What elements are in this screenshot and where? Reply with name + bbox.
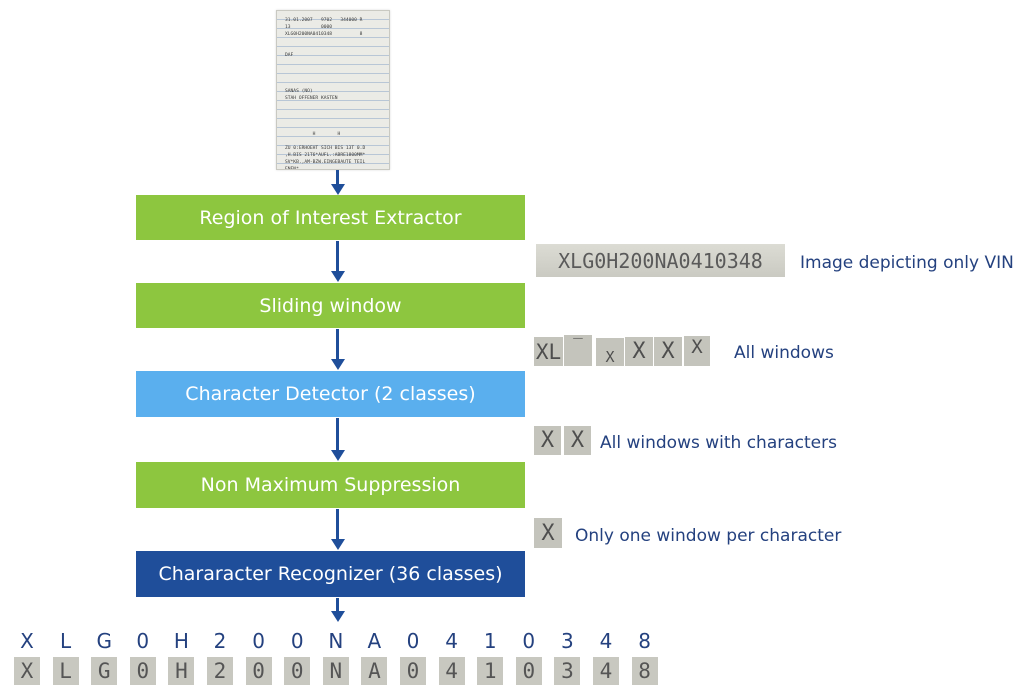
document-line [285,138,385,145]
sliding-window-label: Sliding window [259,294,402,317]
recognized-character: N [328,629,344,653]
character-detector-box: Character Detector (2 classes) [136,371,525,417]
recognized-character: 8 [638,629,651,653]
vin-image-text: XLG0H200NA0410348 [558,248,763,273]
character-crop: 2 [207,657,233,685]
character-crop: 3 [554,657,581,685]
character-crop: X [14,657,40,685]
document-line [285,74,385,81]
document-line: ,H.BIS 21T6*AUFL.:ABRE1800MM* [285,152,366,158]
document-line [285,123,385,130]
character-crop: 8 [631,657,658,685]
document-line: ENEN* [285,166,299,170]
character-crop: 4 [593,657,619,685]
character-crop: 0 [515,657,542,685]
window-thumbnail: XL [534,337,563,366]
window-thumbnail: X [684,336,710,366]
document-line [285,102,385,109]
document-line [285,45,385,52]
character-detector-label: Character Detector (2 classes) [185,383,476,405]
document-line: STAH OFFENER KASTEN [285,96,338,102]
character-crop: N [322,657,349,685]
character-recognizer-box: Chararacter Recognizer (36 classes) [136,551,525,597]
document-line: SV*KB.,AM-BZW.EINGEBAUTE TEIL [285,159,366,165]
sliding-window-box: Sliding window [136,283,525,328]
flow-arrow [331,598,345,622]
nms-box: Non Maximum Suppression [136,462,525,508]
recognized-character: 2 [213,629,227,653]
recognized-character: 0 [522,629,536,653]
one-window-caption: Only one window per character [575,526,842,546]
recognized-character: 0 [406,629,420,653]
character-crop: G [91,657,118,685]
window-thumbnail: ‾ [564,335,592,366]
recognized-character: H [173,629,189,653]
flow-arrow [331,418,345,461]
recognized-character: 4 [599,629,613,653]
recognized-character: L [60,629,72,653]
character-crop: 0 [245,657,272,685]
document-line [285,60,385,67]
window-thumbnail: X [654,337,682,366]
document-line: DAF [285,53,294,59]
character-crop: H [168,657,195,685]
document-line: ZU 0:ERHOEHT SICH BIS 13T 0.D [285,145,366,151]
roi-extractor-box: Region of Interest Extractor [136,195,525,240]
recognized-character: 3 [561,629,574,653]
recognized-character: G [96,629,112,653]
recognized-character: X [20,629,34,653]
windows-with-characters-caption: All windows with characters [600,433,837,453]
all-windows-caption: All windows [734,343,834,363]
flow-arrow [331,509,345,550]
single-window-thumbnail: X [534,518,562,548]
recognized-character: A [367,629,382,653]
flow-arrow [331,241,345,282]
window-thumbnail: X [564,426,591,455]
recognized-character: 0 [290,629,304,653]
recognized-character: 4 [445,629,458,653]
character-crop: A [361,657,388,685]
character-crop: 0 [400,657,426,685]
document-line: 13 0000 [285,25,333,31]
vin-image-caption: Image depicting only VIN [800,253,1014,273]
character-crop: 1 [477,657,504,685]
window-thumbnail: X [596,338,624,366]
character-crop: L [52,657,79,685]
vin-image: XLG0H200NA0410348 [536,244,785,277]
character-crop: 0 [129,657,156,685]
character-crop: 0 [284,657,311,685]
document-line [285,67,385,74]
recognized-character: 1 [483,629,497,653]
document-line [285,116,385,123]
document-line: SANAS (NO) [285,88,313,94]
character-recognizer-label: Chararacter Recognizer (36 classes) [158,563,503,585]
document-line [285,38,385,45]
document-line: XLG0H200NA0410348 8 [285,32,363,38]
document-line: H H [285,131,341,137]
window-thumbnail: X [534,426,561,455]
document-line [285,81,385,88]
flow-arrow [331,329,345,370]
roi-extractor-label: Region of Interest Extractor [199,206,462,229]
character-crop: 4 [438,657,465,685]
document-line: 31.01.2007 9702 344000 R [285,18,363,23]
recognized-character: 0 [252,629,265,653]
recognized-character: 0 [136,629,150,653]
nms-label: Non Maximum Suppression [200,474,461,496]
flow-arrow [331,170,345,195]
document-line [285,109,385,116]
window-thumbnail: X [625,337,653,366]
